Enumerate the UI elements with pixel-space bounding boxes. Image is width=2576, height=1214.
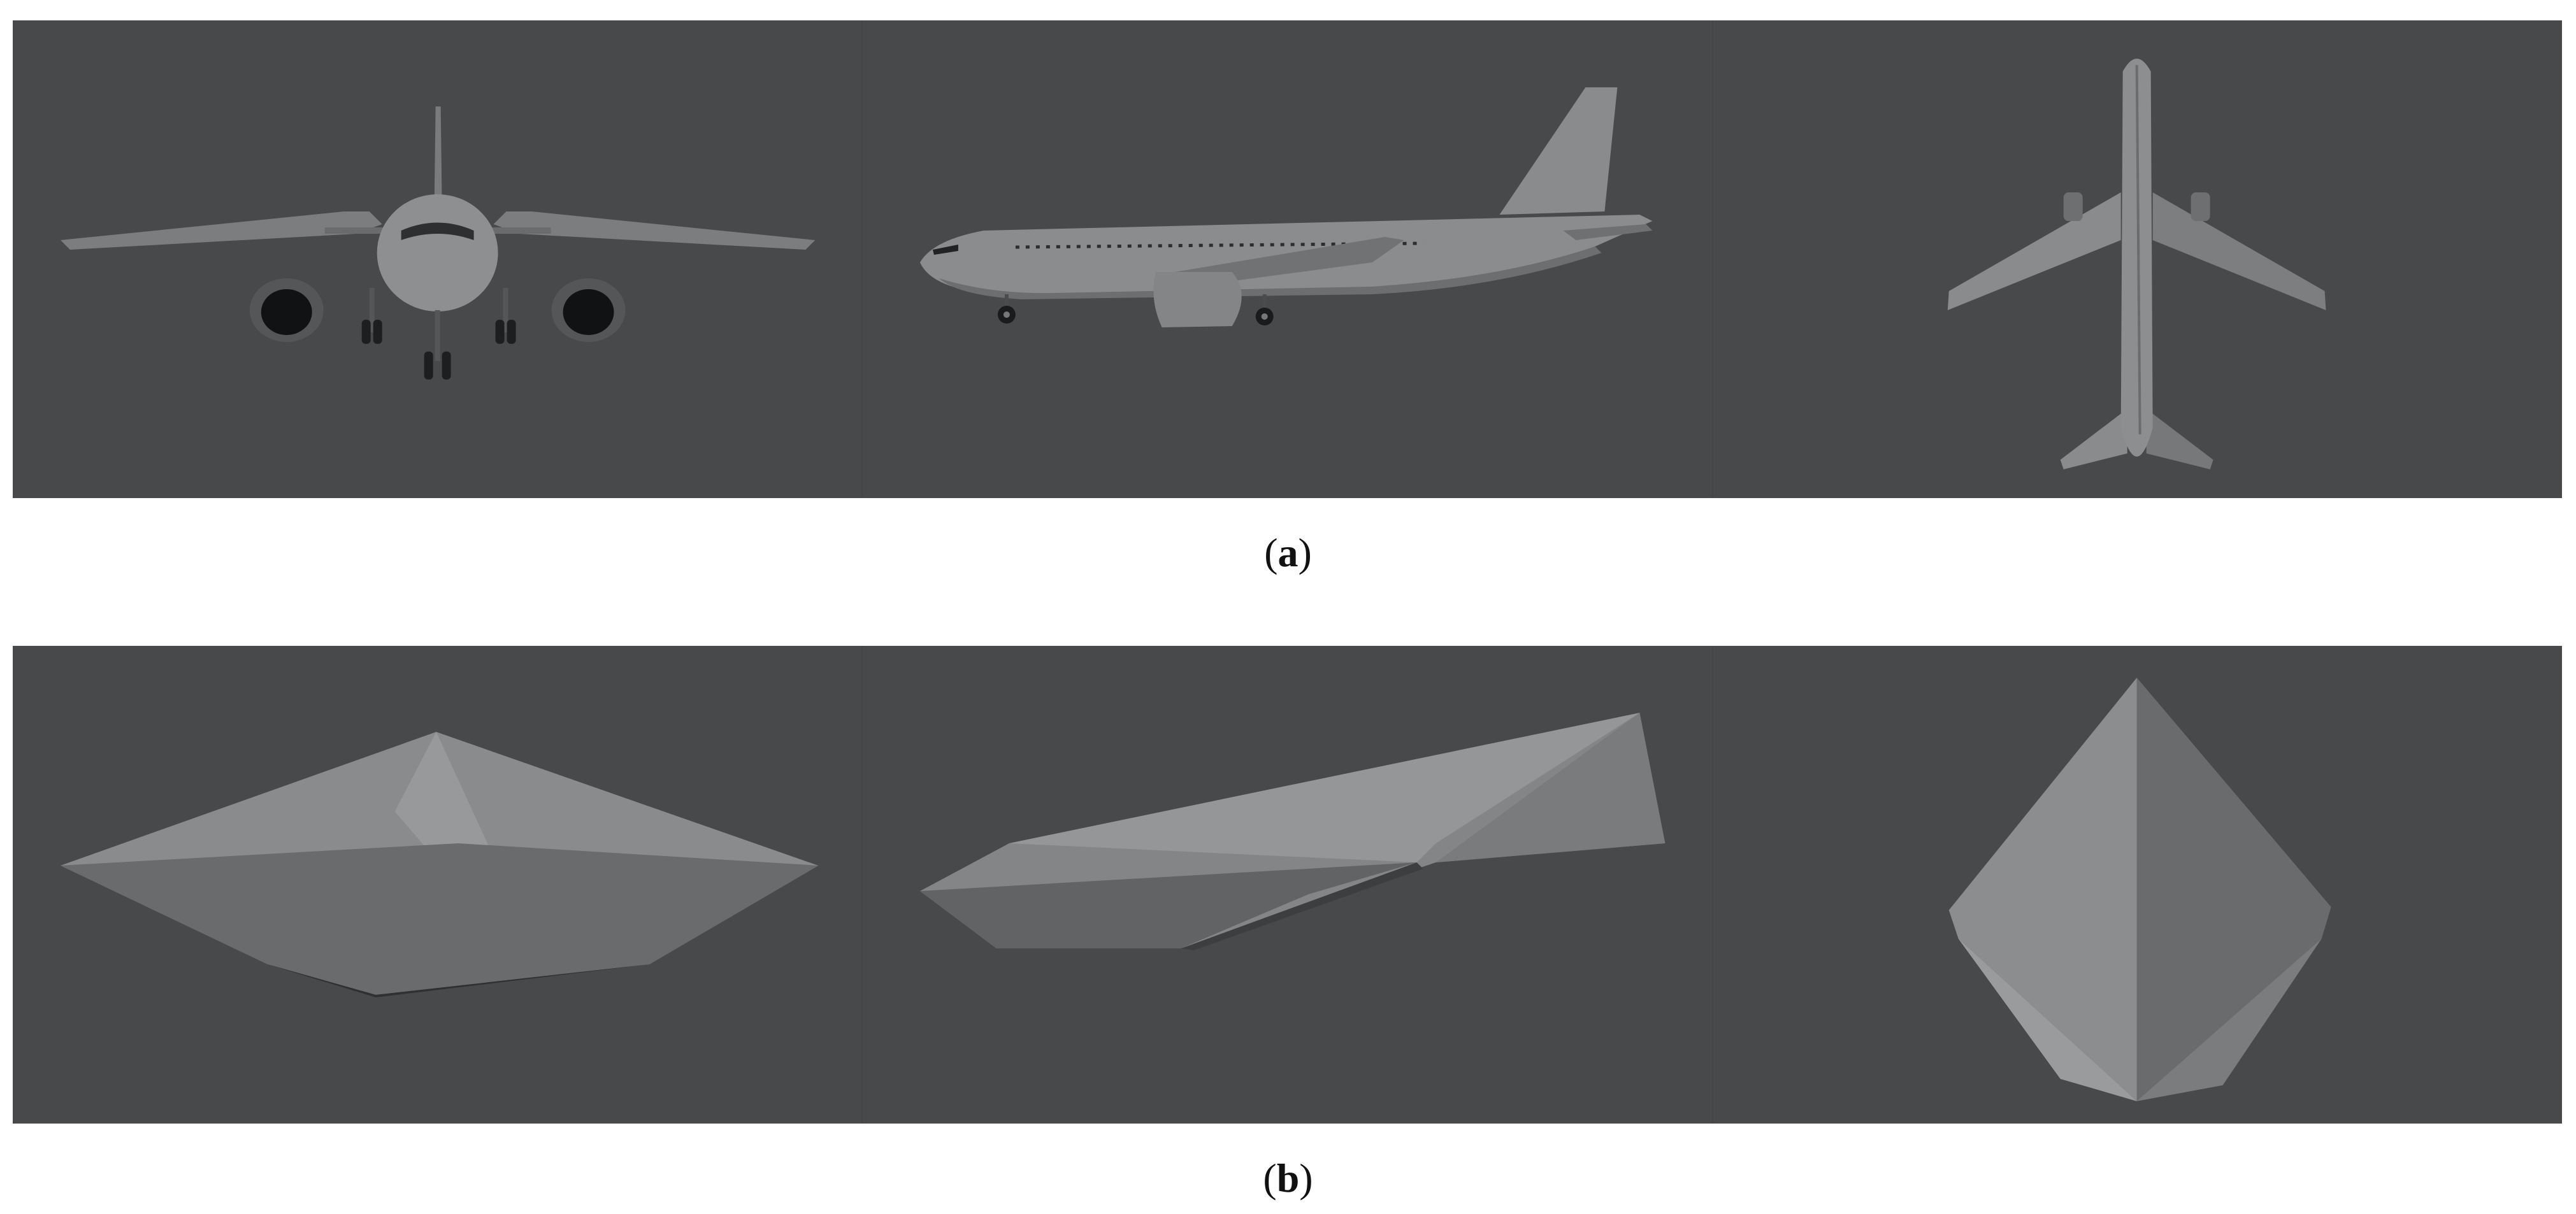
caption-a: (a) [1264, 530, 1312, 575]
airplane-top-render [1947, 59, 2326, 469]
low-poly-top-view [1713, 646, 2562, 1124]
caption-b-letter: b [1276, 1155, 1300, 1201]
low-poly-top-render [1948, 678, 2331, 1101]
airplane-side-render [920, 87, 1653, 327]
caption-a-letter: a [1277, 530, 1299, 575]
airplane-side-view [863, 20, 1713, 498]
low-poly-side-render [920, 713, 1666, 950]
airplane-front-view [13, 20, 863, 498]
airplane-front-render [60, 106, 816, 380]
panel-b-low-poly-views [13, 646, 2562, 1124]
airplane-top-view [1713, 20, 2562, 498]
low-poly-front-render [60, 732, 819, 997]
low-poly-side-view [863, 646, 1713, 1124]
low-poly-front-view [13, 646, 863, 1124]
panel-a-airplane-views [13, 20, 2562, 498]
caption-b: (b) [1263, 1155, 1313, 1201]
